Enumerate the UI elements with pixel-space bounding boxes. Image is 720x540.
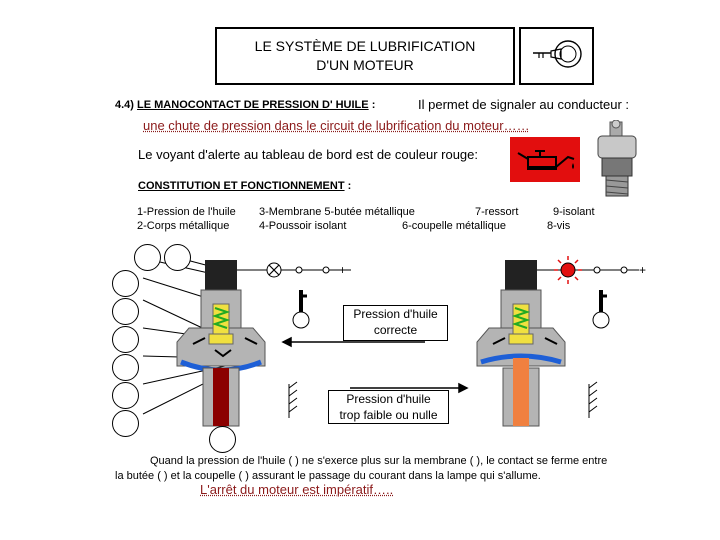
legend-item-4: 4-Poussoir isolant: [259, 220, 347, 232]
left-terminal-1: [295, 266, 303, 274]
legend-item-2: 2-Corps métallique: [137, 220, 230, 232]
legend-item-8: 8-vis: [547, 220, 571, 232]
right-lamp-icon: [554, 256, 582, 284]
bottom-answer-line: L'arrêt du moteur est impératif…..: [200, 482, 394, 497]
answer-line: une chute de pression dans le circuit de…: [143, 118, 530, 133]
left-ground-icon: [288, 381, 298, 418]
label-pressure-correct: Pression d'huile correcte: [343, 305, 448, 341]
title-line-1: LE SYSTÈME DE LUBRIFICATION: [254, 38, 476, 54]
right-plus-sign: +: [639, 263, 646, 277]
legend-item-3: 3-Membrane 5-butée métallique: [259, 206, 415, 218]
left-lamp-cross: [268, 264, 280, 276]
constitution-heading-text: CONSTITUTION ET FONCTIONNEMENT: [138, 180, 345, 192]
blank-circle-9: [209, 426, 236, 453]
title-line-2: D'UN MOTEUR: [316, 57, 414, 73]
constitution-colon: :: [347, 180, 352, 192]
section-heading-text: LE MANOCONTACT DE PRESSION D' HUILE: [137, 99, 369, 111]
left-switch: [176, 260, 266, 427]
oil-pressure-switch-logo-icon: [533, 40, 582, 68]
right-terminal-2: [620, 266, 628, 274]
legend-item-1: 1-Pression de l'huile: [137, 206, 236, 218]
bottom-text-line-2: la butée ( ) et la coupelle ( ) assurant…: [115, 470, 541, 482]
pressure-switch-diagram: +: [142, 256, 646, 438]
right-key-icon: [592, 290, 610, 329]
right-switch: [476, 260, 566, 427]
section-colon: :: [371, 99, 376, 111]
title-box: LE SYSTÈME DE LUBRIFICATION D'UN MOTEUR: [215, 27, 515, 85]
oil-can-icon: [517, 150, 575, 170]
section-intro: Il permet de signaler au conducteur :: [418, 97, 630, 112]
blank-circle-8: [112, 410, 139, 437]
section-heading: 4.4) LE MANOCONTACT DE PRESSION D' HUILE…: [115, 99, 375, 111]
blank-circle-7: [112, 382, 139, 409]
blank-circle-1: [134, 244, 161, 271]
label-pressure-low-line2: trop faible ou nulle: [339, 408, 438, 422]
label-pressure-correct-line1: Pression d'huile: [353, 307, 438, 321]
left-terminal-2: [322, 266, 330, 274]
bottom-text-line-1: Quand la pression de l'huile ( ) ne s'ex…: [150, 455, 608, 467]
legend-item-9: 9-isolant: [553, 206, 595, 218]
constitution-heading: CONSTITUTION ET FONCTIONNEMENT :: [138, 180, 351, 192]
pressure-switch-photo: [597, 120, 637, 197]
legend-item-7: 7-ressort: [475, 206, 519, 218]
right-ground-icon: [588, 381, 598, 418]
blank-circle-4: [112, 298, 139, 325]
left-key-icon: [292, 290, 310, 329]
label-pressure-low: Pression d'huile trop faible ou nulle: [328, 390, 449, 424]
blank-circle-5: [112, 326, 139, 353]
right-terminal-1: [593, 266, 601, 274]
label-pressure-low-line1: Pression d'huile: [346, 392, 431, 406]
blank-circle-6: [112, 354, 139, 381]
left-plus-sign: +: [339, 263, 346, 277]
blank-circle-2: [164, 244, 191, 271]
section-number: 4.4): [115, 99, 134, 111]
logo-box: [519, 27, 594, 85]
warning-text: Le voyant d'alerte au tableau de bord es…: [138, 147, 478, 162]
arrows: [281, 336, 469, 394]
blank-circle-3: [112, 270, 139, 297]
legend-item-6: 6-coupelle métallique: [402, 220, 506, 232]
label-pressure-correct-line2: correcte: [373, 323, 418, 337]
warning-light-box: [510, 137, 580, 182]
